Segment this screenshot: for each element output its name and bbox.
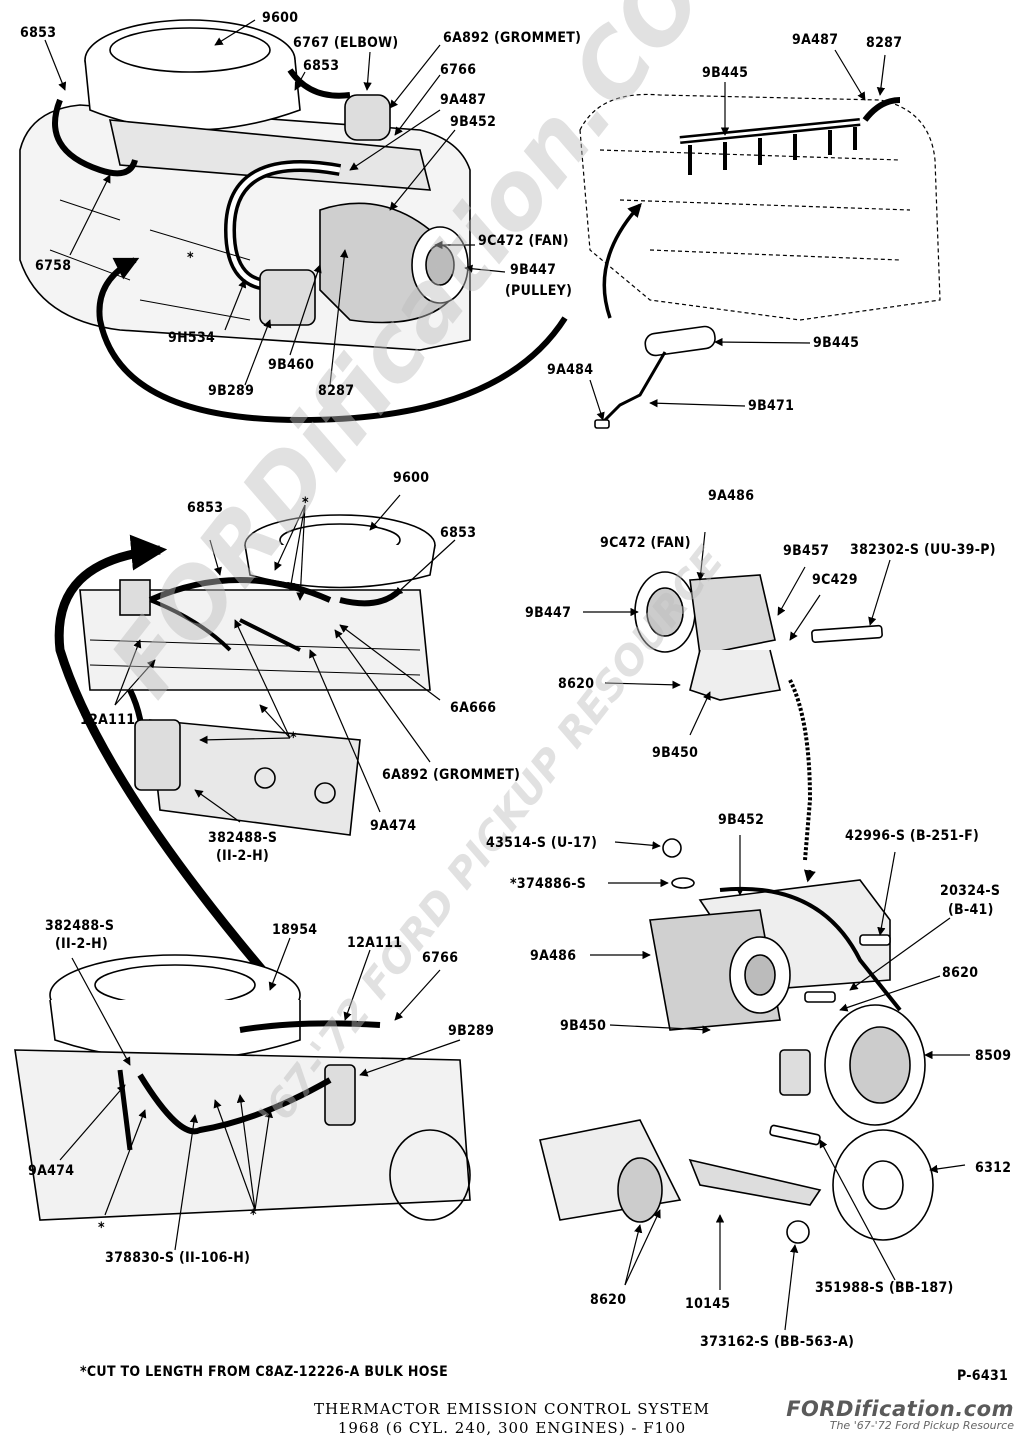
panel2-tube [594, 325, 716, 429]
part-label: 9B447 [510, 262, 557, 278]
part-label: 6A892 (GROMMET) [443, 30, 582, 46]
part-label: 9B289 [208, 383, 255, 399]
part-label: 8287 [318, 383, 355, 399]
panel6-assembly [539, 838, 934, 1244]
part-label: 12A111 [80, 712, 136, 728]
part-label: *374886-S [510, 876, 587, 892]
part-label: 8620 [558, 676, 595, 692]
part-label: 9B457 [783, 543, 830, 559]
footnote: *CUT TO LENGTH FROM C8AZ-12226-A BULK HO… [80, 1364, 448, 1380]
part-label: 9B450 [560, 1018, 607, 1034]
part-label: 378830-S (II-106-H) [105, 1250, 251, 1266]
part-label: 8509 [975, 1048, 1012, 1064]
diagram-title: THERMACTOR EMISSION CONTROL SYSTEM [314, 1400, 710, 1418]
panel4-pump [634, 571, 883, 861]
part-label: (B-41) [948, 902, 994, 918]
part-label: (II-2-H) [216, 848, 270, 864]
part-label: 43514-S (U-17) [486, 835, 598, 851]
part-label: 9B447 [525, 605, 572, 621]
part-label: (II-2-H) [55, 936, 109, 952]
part-label: 8287 [866, 35, 903, 51]
part-label: 9B460 [268, 357, 315, 373]
part-label: 9600 [262, 10, 299, 26]
part-label: 9B445 [813, 335, 860, 351]
part-label: 9C472 (FAN) [600, 535, 691, 551]
part-label: 9B452 [450, 114, 497, 130]
part-label: 6312 [975, 1160, 1012, 1176]
brand-tagline: The '67-'72 Ford Pickup Resource [829, 1419, 1014, 1432]
part-label: 9A474 [28, 1163, 75, 1179]
part-label: 373162-S (BB-563-A) [700, 1334, 855, 1350]
part-label: 6758 [35, 258, 72, 274]
part-label: 9600 [393, 470, 430, 486]
part-label: 9B450 [652, 745, 699, 761]
part-label: 6767 (ELBOW) [293, 35, 399, 51]
part-label: 9B445 [702, 65, 749, 81]
part-label: 9A474 [370, 818, 417, 834]
part-label: 6853 [20, 25, 57, 41]
part-label: * [302, 495, 309, 511]
part-label: * [250, 1207, 257, 1223]
diagram-subtitle: 1968 (6 CYL. 240, 300 ENGINES) - F100 [337, 1419, 687, 1437]
panel3-engine [79, 514, 436, 836]
part-label: 382302-S (UU-39-P) [850, 542, 996, 558]
part-label: 382488-S [208, 830, 278, 846]
part-label: (PULLEY) [505, 283, 573, 299]
part-label: 9A486 [708, 488, 755, 504]
part-label: 6766 [440, 62, 477, 78]
part-label: 20324-S [940, 883, 1001, 899]
part-label: * [98, 1220, 105, 1236]
part-label: 6853 [303, 58, 340, 74]
part-label: 9B452 [718, 812, 765, 828]
part-label: 9H534 [168, 330, 216, 346]
figure-code: P-6431 [957, 1368, 1009, 1384]
panel5-engine [14, 954, 471, 1221]
part-label: 18954 [272, 922, 318, 938]
part-label: 42996-S (B-251-F) [845, 828, 980, 844]
panel2-manifold [679, 97, 901, 175]
part-label: 8620 [590, 1292, 627, 1308]
part-label: 9A487 [440, 92, 487, 108]
part-label: 9B289 [448, 1023, 495, 1039]
part-label: * [187, 250, 194, 266]
leader-lines [44, 19, 970, 1331]
part-label: 9C429 [812, 572, 858, 588]
part-label: 382488-S [45, 918, 115, 934]
part-label: 6A892 (GROMMET) [382, 767, 521, 783]
part-label: 9B471 [748, 398, 795, 414]
part-label: 12A111 [347, 935, 403, 951]
brand-name: FORDification.com [786, 1397, 1014, 1421]
part-label: 9A487 [792, 32, 839, 48]
part-label: 6766 [422, 950, 459, 966]
part-label: 351988-S (BB-187) [815, 1280, 954, 1296]
part-label: 6A666 [450, 700, 497, 716]
part-label: 8620 [942, 965, 979, 981]
part-label: 9C472 (FAN) [478, 233, 569, 249]
part-label: 10145 [685, 1296, 731, 1312]
part-label: * [290, 730, 297, 746]
part-label: 6853 [187, 500, 224, 516]
part-label: 6853 [440, 525, 477, 541]
brand-logo: FORDification.com The '67-'72 Ford Picku… [786, 1397, 1014, 1432]
part-label: 9A484 [547, 362, 594, 378]
part-label: 9A486 [530, 948, 577, 964]
